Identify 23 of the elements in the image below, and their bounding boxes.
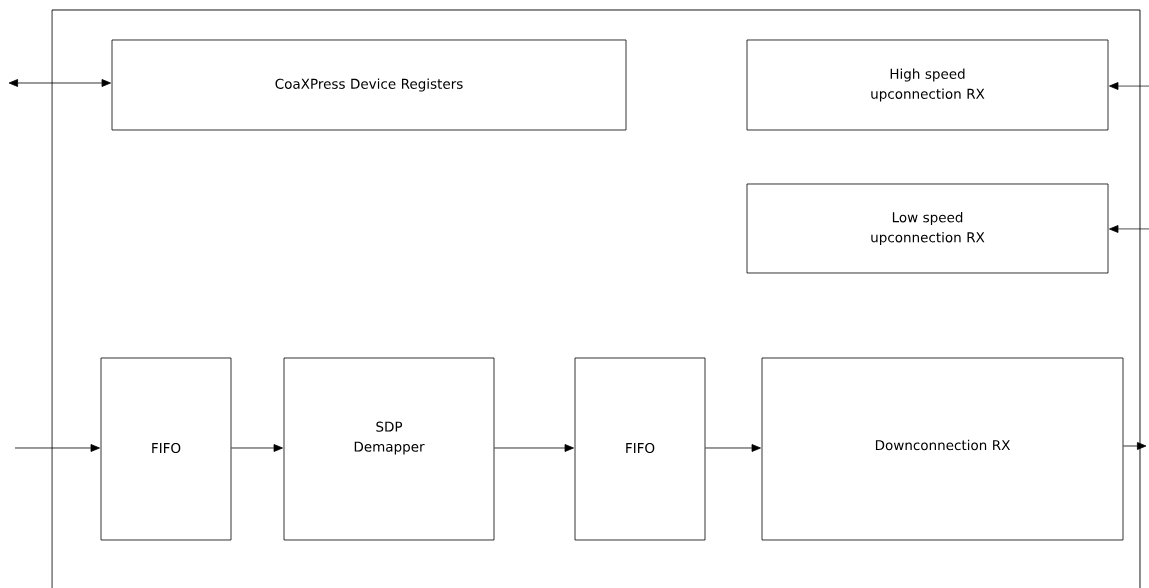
arrow: [1123, 442, 1147, 450]
block-label: Low speed upconnection RX: [871, 211, 985, 246]
arrow: [1109, 82, 1149, 90]
block-box: [100, 357, 232, 541]
arrow: [1109, 225, 1149, 233]
block-label: FIFO: [626, 442, 655, 454]
arrow: [14, 444, 100, 452]
block-label: Downconnection RX: [875, 439, 1010, 451]
block-label: High speed upconnection RX: [871, 68, 985, 102]
block-label: FIFO: [152, 442, 181, 454]
block-box: [761, 357, 1124, 541]
block-box: [574, 357, 706, 541]
arrow: [231, 444, 283, 452]
block-label: SDP Demapper: [354, 421, 425, 455]
frame-box: [51, 9, 1141, 588]
block-label: CoaXPress Device Registers: [275, 78, 463, 92]
block-box: [746, 183, 1109, 274]
arrow: [8, 79, 111, 87]
block-box: [746, 39, 1109, 131]
block-box: [283, 357, 495, 541]
arrow: [705, 444, 761, 452]
arrow: [494, 444, 574, 452]
block-box: [111, 39, 627, 131]
